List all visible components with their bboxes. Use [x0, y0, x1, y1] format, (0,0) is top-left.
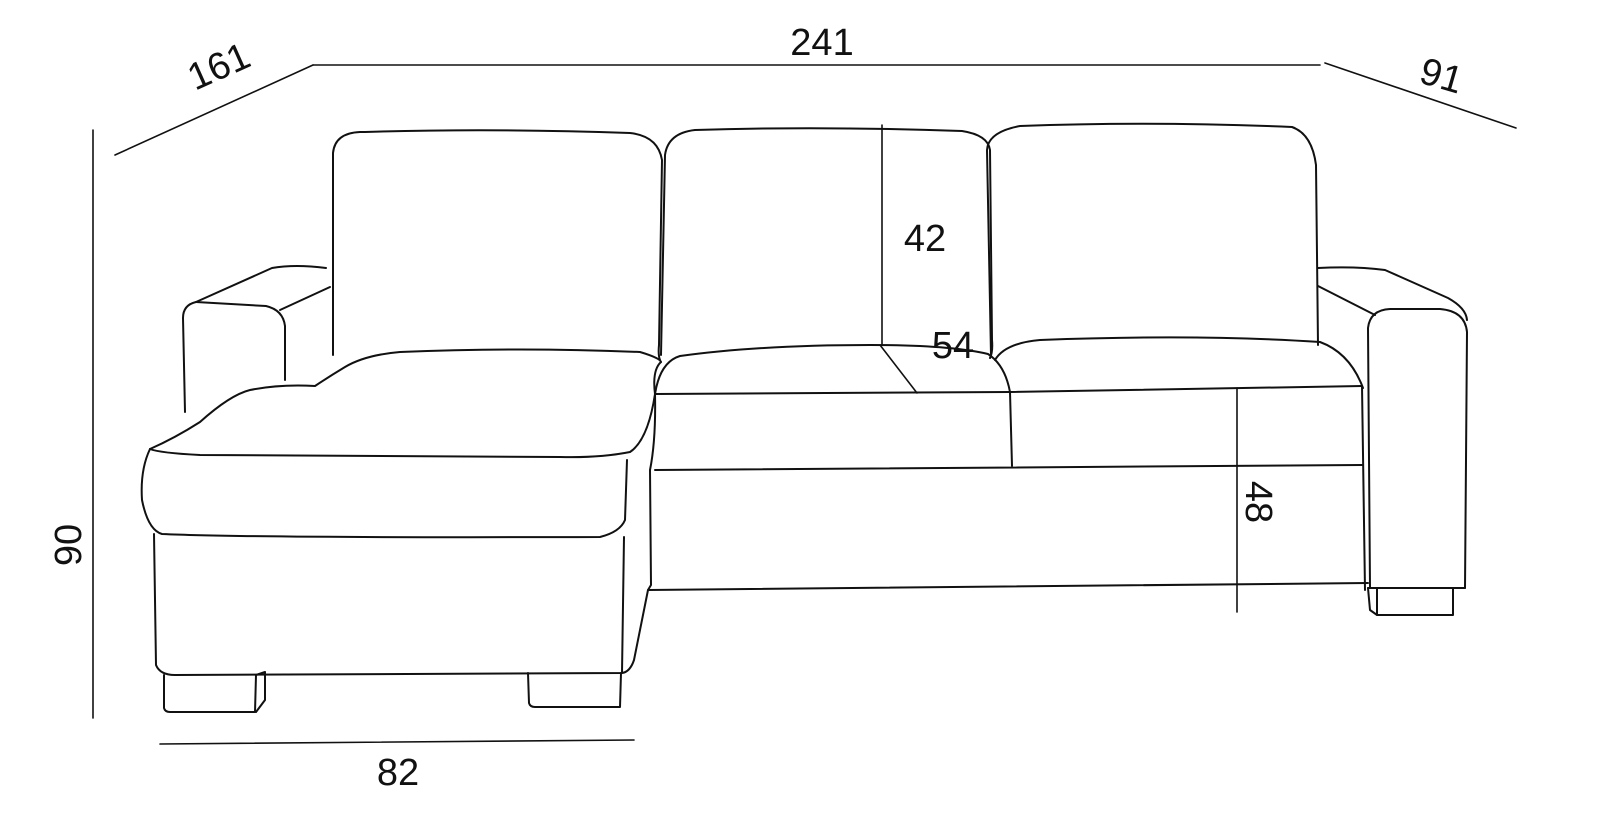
seat-cushion-middle	[654, 344, 1011, 395]
chaise-base	[153, 533, 625, 676]
chaise-front	[140, 448, 628, 539]
chaise-leg-left	[163, 674, 257, 713]
chaise-seat	[149, 348, 662, 450]
chaise-leg-left-side	[255, 671, 266, 713]
sofa-depth-dimension-line	[1324, 62, 1517, 129]
sofa-depth-label: 91	[1415, 50, 1467, 102]
back-cushion-right	[986, 122, 1319, 356]
chaise-width-dimension-line	[159, 739, 635, 745]
right-side-upright	[1361, 385, 1366, 591]
sofa-drawing	[140, 122, 1468, 713]
base-bottom-line	[647, 582, 1369, 591]
seat-divider	[1009, 391, 1013, 467]
back-cushion-left	[332, 129, 663, 361]
chaise-width-label: 82	[377, 752, 419, 794]
left-armrest	[182, 265, 331, 413]
seat-height-label: 48	[1237, 481, 1279, 523]
chaise-leg-right	[527, 672, 622, 708]
seat-cushion-right	[994, 336, 1364, 389]
height-label: 90	[48, 524, 90, 566]
dimension-labels: 241 161 91 90 42 54 48 82	[48, 22, 1467, 794]
chaise-depth-dimension-line	[114, 64, 314, 156]
seat-front-panel	[654, 464, 1363, 471]
chaise-right-edge	[621, 393, 657, 674]
total-width-label: 241	[790, 22, 853, 64]
backrest-height-label: 42	[904, 218, 946, 260]
back-cushion-middle	[660, 127, 994, 359]
dimension-lines	[92, 62, 1517, 745]
seat-depth-dimension-line	[879, 344, 918, 394]
chaise-depth-label: 161	[182, 35, 257, 99]
chaise-seat-edge	[149, 361, 662, 459]
right-armrest	[1317, 266, 1468, 616]
seat-depth-label: 54	[932, 325, 974, 367]
